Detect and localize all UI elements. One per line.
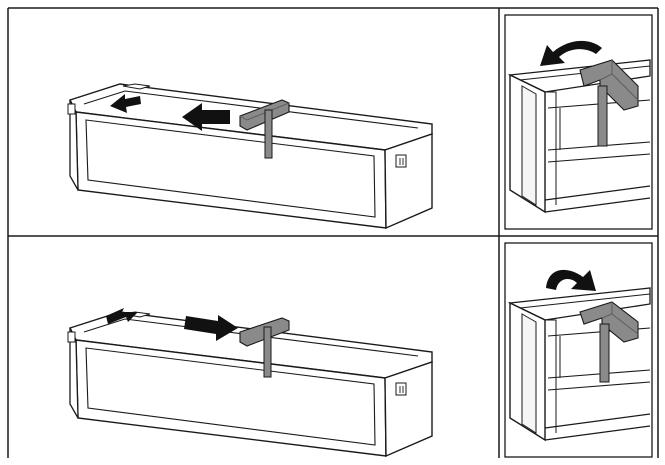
detail-frame-top (504, 14, 653, 230)
panel-frames (7, 7, 659, 458)
slide-arrow-icon (106, 308, 138, 324)
tray-divider-icon (579, 301, 639, 383)
tray-divider-icon (239, 317, 290, 378)
panel-step-1 (67, 83, 433, 229)
tray-divider-icon (239, 99, 290, 159)
panel-step-1-detail (509, 40, 651, 213)
panel-step-2-detail (509, 269, 651, 441)
curved-arrow-icon (546, 269, 596, 291)
detail-frame-bottom (504, 242, 653, 458)
tray-divider-icon (579, 59, 639, 147)
slide-arrow-icon (182, 103, 230, 131)
panel-step-2 (67, 308, 433, 457)
slide-arrow-icon (110, 94, 141, 113)
curved-arrow-icon (540, 40, 602, 66)
slide-arrow-icon (184, 315, 238, 341)
